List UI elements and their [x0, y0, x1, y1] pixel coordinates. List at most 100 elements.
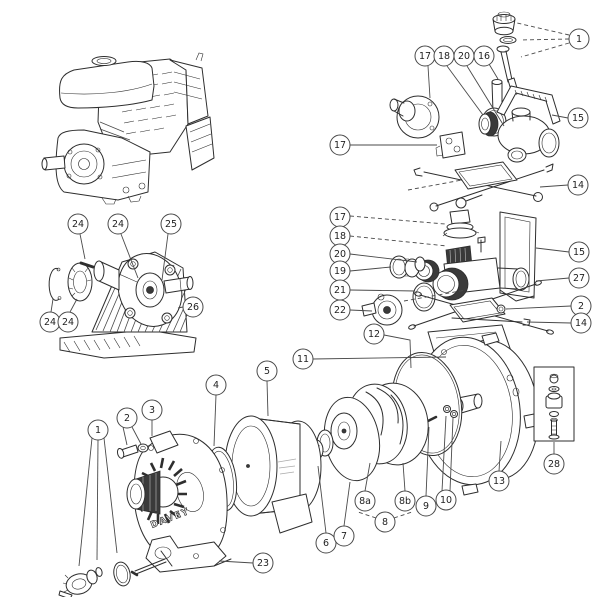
callout-bubble-1 — [568, 28, 590, 50]
svg-text:2: 2 — [578, 301, 584, 312]
svg-text:10: 10 — [440, 495, 452, 506]
svg-text:7: 7 — [341, 531, 347, 542]
callout-1: 1 — [78, 419, 118, 567]
callout-14: 14 — [539, 174, 589, 196]
callout-bubble-8 — [374, 511, 396, 533]
tie-rods-and-gasket — [403, 280, 554, 335]
callout-bubble-24 — [67, 213, 89, 235]
callout-bubble-8a — [354, 490, 376, 512]
callout-18: 18 — [433, 45, 484, 116]
shaft-spacer — [93, 260, 138, 291]
flange-bolt-washer — [116, 443, 149, 459]
callout-bubble-24 — [107, 213, 129, 235]
svg-text:19: 19 — [334, 266, 346, 277]
callout-bubble-28 — [543, 453, 565, 475]
shaft-key — [79, 261, 95, 269]
callout-bubble-14 — [567, 174, 589, 196]
o-ring-small — [414, 256, 426, 272]
callout-17: 17 — [414, 45, 436, 99]
svg-text:24: 24 — [72, 219, 84, 230]
svg-text:20: 20 — [458, 51, 470, 62]
service-kit-box — [533, 366, 575, 442]
callout-11: 11 — [292, 348, 447, 370]
svg-text:24: 24 — [112, 219, 124, 230]
callout-bubble-6 — [315, 532, 337, 554]
drain-tap-parts — [58, 550, 173, 597]
pump-head-assembly-top — [389, 11, 561, 212]
callout-bubble-8b — [394, 490, 416, 512]
callout-bubble-10 — [435, 489, 457, 511]
svg-text:1: 1 — [576, 34, 582, 45]
svg-text:9: 9 — [423, 501, 429, 512]
svg-text:2: 2 — [124, 413, 130, 424]
callout-bubble-23 — [252, 552, 274, 574]
engine-illustration — [41, 52, 215, 205]
callout-17: 17 — [329, 134, 437, 156]
engine-pump-assembly-middle — [361, 209, 554, 361]
callout-8: 8 — [357, 511, 413, 533]
tool-kit — [407, 161, 554, 212]
o-ring-21 — [412, 282, 436, 312]
svg-text:13: 13 — [493, 476, 505, 487]
callout-bubble-4 — [205, 374, 227, 396]
svg-text:26: 26 — [187, 302, 199, 313]
callout-bubble-27 — [568, 267, 590, 289]
callout-2: 2 — [116, 407, 142, 446]
svg-text:18: 18 — [334, 231, 346, 242]
bearing — [67, 262, 93, 302]
output-shaft — [163, 276, 194, 294]
callout-bubble-15 — [568, 241, 590, 263]
callout-bubble-24 — [57, 311, 79, 333]
callout-27: 27 — [535, 267, 590, 289]
svg-text:22: 22 — [334, 305, 346, 316]
svg-text:16: 16 — [478, 51, 490, 62]
svg-text:12: 12 — [368, 329, 380, 340]
callout-20: 20 — [453, 45, 505, 127]
callout-10: 10 — [435, 415, 457, 511]
svg-text:1: 1 — [95, 425, 101, 436]
callout-15: 15 — [551, 107, 589, 129]
callout-24: 24 — [39, 298, 61, 333]
callout-25: 25 — [160, 213, 182, 281]
callout-14: 14 — [526, 312, 592, 334]
callout-28: 28 — [543, 442, 565, 475]
svg-text:17: 17 — [334, 140, 346, 151]
circlip — [48, 267, 60, 301]
callout-26: 26 — [177, 296, 204, 318]
callout-bubble-26 — [182, 296, 204, 318]
callout-bubble-11 — [292, 348, 314, 370]
flange-cover — [389, 95, 440, 139]
svg-text:4: 4 — [213, 380, 219, 391]
cap-washer — [499, 36, 517, 44]
callout-bubble-5 — [256, 360, 278, 382]
callout-19: 19 — [329, 260, 392, 282]
svg-text:15: 15 — [573, 247, 585, 258]
callout-17: 17 — [329, 206, 446, 228]
callout-bubble-14 — [570, 312, 592, 334]
svg-text:11: 11 — [297, 354, 309, 365]
callout-21: 21 — [329, 279, 416, 301]
callout-bubble-17 — [329, 134, 351, 156]
callout-8b: 8b — [394, 462, 416, 512]
svg-text:14: 14 — [575, 318, 587, 329]
filler-cap — [492, 11, 516, 36]
callout-bubble-15 — [567, 107, 589, 129]
callout-24: 24 — [67, 213, 89, 260]
svg-text:8a: 8a — [359, 496, 371, 507]
svg-text:14: 14 — [572, 180, 584, 191]
svg-text:28: 28 — [548, 459, 560, 470]
svg-text:3: 3 — [149, 405, 155, 416]
callout-18: 18 — [329, 225, 448, 247]
callout-3: 3 — [141, 399, 163, 436]
svg-text:15: 15 — [572, 113, 584, 124]
callout-bubble-12 — [363, 323, 385, 345]
callout-bubble-2 — [116, 407, 138, 429]
callout-12: 12 — [363, 323, 412, 369]
svg-text:17: 17 — [334, 212, 346, 223]
callout-bubble-22 — [329, 299, 351, 321]
callout-bubble-3 — [141, 399, 163, 421]
callout-8a: 8a — [354, 462, 376, 512]
